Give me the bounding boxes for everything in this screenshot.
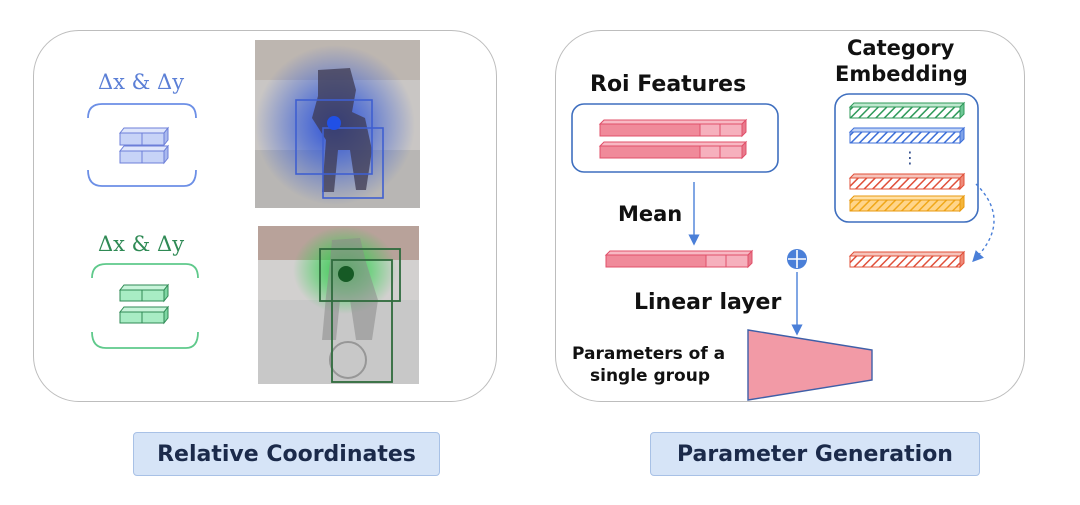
roi-features-box: [571, 103, 779, 173]
green-offset-blocks: [118, 283, 170, 325]
parameters-label-line1: Parameters of a: [572, 344, 726, 364]
delta-label-blue: Δx & Δy: [98, 70, 185, 94]
dog-image: [255, 40, 420, 208]
linear-layer-label: Linear layer: [634, 290, 782, 315]
relative-coordinates-caption-text: Relative Coordinates: [157, 441, 416, 467]
cyclist-image: [258, 226, 419, 384]
roi-features-label: Roi Features: [590, 72, 747, 97]
green-offset-group: [91, 263, 199, 349]
dog-center-point: [327, 116, 341, 130]
selected-embedding-bar: [848, 250, 966, 269]
dog-box-primary: [295, 99, 373, 175]
parameters-trapezoid: [747, 329, 873, 401]
category-embedding-label-line1: Category: [847, 36, 955, 60]
parameters-label-line2: single group: [590, 366, 710, 386]
embedding-ellipsis: ⋮: [902, 148, 918, 167]
parameter-generation-caption: Parameter Generation: [650, 432, 980, 476]
mean-label: Mean: [618, 202, 683, 226]
cyclist-box-primary: [319, 248, 401, 302]
embedding-bar-green: [848, 101, 966, 120]
blue-offset-group: [87, 103, 197, 187]
embedding-bars: [848, 101, 966, 213]
category-embedding-label-line2: Embedding: [835, 62, 968, 86]
embedding-bar-red: [848, 172, 966, 191]
concat-plus-icon: [787, 249, 807, 269]
cyclist-box-secondary: [331, 259, 393, 383]
cyclist-center-point: [338, 266, 354, 282]
parameter-generation-caption-text: Parameter Generation: [677, 441, 953, 467]
embedding-bar-blue: [848, 126, 966, 145]
dog-box-secondary: [322, 127, 384, 199]
category-embedding-box: [834, 93, 979, 223]
roi-feature-bars: [598, 118, 748, 160]
delta-label-green: Δx & Δy: [98, 232, 185, 256]
mean-feature-bar: [604, 249, 754, 269]
blue-offset-blocks: [118, 126, 170, 165]
relative-coordinates-caption: Relative Coordinates: [133, 432, 440, 476]
embedding-select-arrow: [972, 183, 995, 263]
embedding-bar-orange: [848, 194, 966, 213]
